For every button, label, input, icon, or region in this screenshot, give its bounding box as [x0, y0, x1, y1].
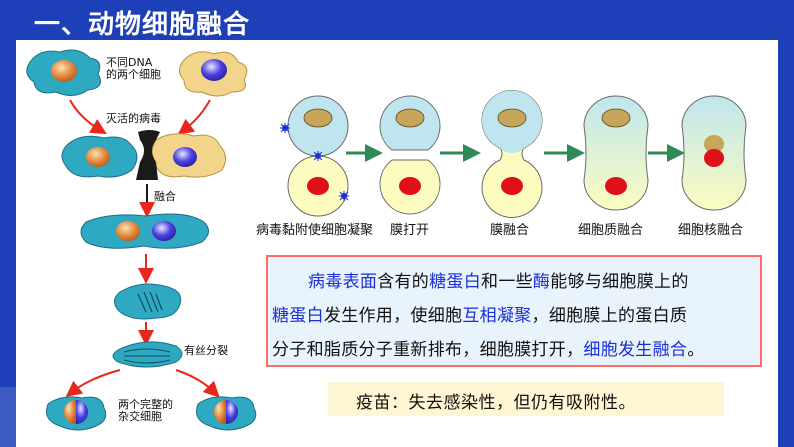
- arrow-to-hybrid-1: [65, 369, 121, 397]
- vaccine-text: 疫苗：失去感染性，但仍有吸附性。: [356, 393, 636, 413]
- label-mitosis: 有丝分裂: [184, 344, 228, 357]
- text-segment: 能够与细胞膜上的: [550, 272, 689, 292]
- cell-a-with-virus: [61, 135, 138, 178]
- text-glycoprotein-2: 糖蛋白: [272, 306, 324, 326]
- label-different-dna: 不同DNA: [106, 56, 153, 69]
- text-glycoprotein: 糖蛋白: [429, 272, 482, 292]
- vaccine-note: 疫苗：失去感染性，但仍有吸附性。: [328, 382, 724, 416]
- stage-label-adhesion: 病毒黏附使细胞凝聚: [256, 223, 374, 238]
- label-fusion: 融合: [154, 190, 176, 203]
- label-hybrid-cells: 杂交细胞: [118, 410, 162, 423]
- explanation-line-2: 糖蛋白发生作用，使细胞互相凝聚，细胞膜上的蛋白质: [272, 301, 687, 326]
- parent-cell-b: [179, 51, 248, 97]
- label-two-cells: 的两个细胞: [106, 68, 161, 81]
- stage-label-membrane-fusion: 膜融合: [490, 223, 530, 238]
- explanation-line-3: 分子和脂质分子重新排布，细胞膜打开，细胞发生融合。: [272, 335, 705, 360]
- stage-4-cell: [583, 95, 649, 211]
- text-segment: 和一些: [481, 272, 533, 292]
- stage-3-cells: [481, 90, 543, 218]
- arrow-b-down: [177, 99, 211, 135]
- stage-label-nucleus-fusion: 细胞核融合: [678, 223, 744, 238]
- text-virus-surface: 病毒表面: [308, 272, 378, 292]
- fused-cell: [80, 213, 209, 249]
- text-segment: 含有的: [377, 272, 430, 292]
- arrow-a-down: [69, 99, 107, 135]
- hybrid-cell-1: [46, 396, 107, 431]
- stage-1-cells: [280, 95, 349, 217]
- stage-5-cell: [681, 95, 747, 211]
- parent-cell-a: [26, 49, 101, 96]
- cell-b-with-virus: [151, 133, 226, 178]
- explanation-box: 病毒表面含有的糖蛋白和一些酶能够与细胞膜上的 糖蛋白发生作用，使细胞互相凝聚，细…: [266, 255, 762, 367]
- stage-2-cells: [379, 95, 441, 215]
- header-bar: 一、动物细胞融合: [0, 0, 794, 40]
- hybrid-nucleus-cell: [114, 283, 182, 320]
- text-cell-fusion: 细胞发生融合: [583, 340, 688, 360]
- text-segment: ，细胞膜上的蛋白质: [531, 306, 688, 326]
- arrow-to-hybrid-2: [175, 369, 220, 398]
- text-segment: 。: [687, 340, 705, 360]
- label-inactivated-virus: 灭活的病毒: [106, 112, 161, 125]
- hybrid-cell-2: [196, 396, 257, 431]
- text-agglutinate: 互相凝聚: [462, 306, 532, 326]
- explanation-line-1: 病毒表面含有的糖蛋白和一些酶能够与细胞膜上的: [308, 267, 689, 292]
- corner-decoration: [0, 387, 16, 447]
- text-enzyme: 酶: [532, 272, 551, 292]
- text-segment: 发生作用，使细胞: [323, 306, 463, 326]
- mitosis-cell: [112, 341, 183, 368]
- text-segment: 分子和脂质分子重新排布，细胞膜打开，: [272, 340, 584, 360]
- stage-label-membrane-open: 膜打开: [390, 223, 430, 238]
- stage-label-cytoplasm-fusion: 细胞质融合: [578, 223, 644, 238]
- page-title: 一、动物细胞融合: [34, 10, 251, 40]
- label-two-complete: 两个完整的: [118, 398, 173, 411]
- inactivated-virus: [136, 130, 160, 180]
